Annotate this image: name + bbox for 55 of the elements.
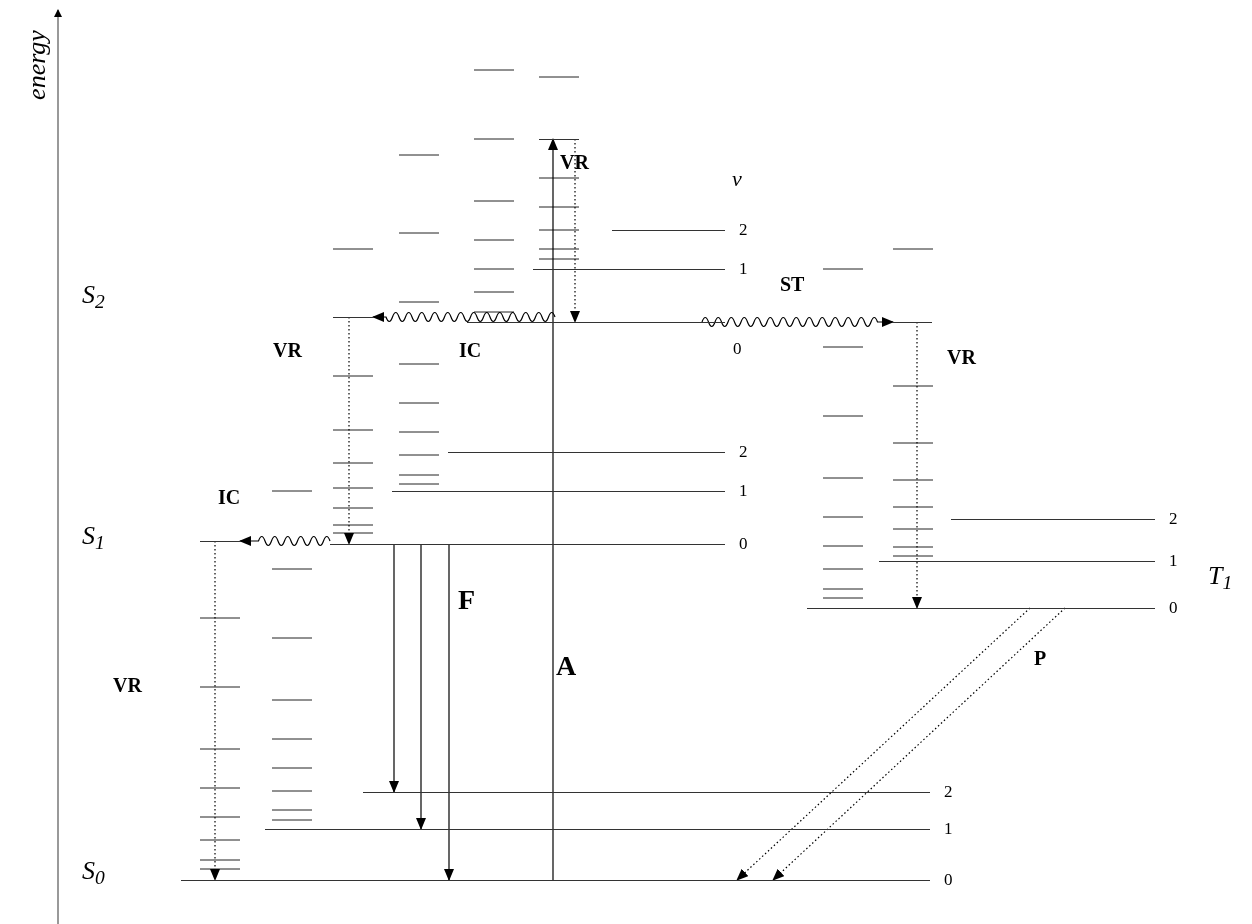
- process-label: IC: [218, 487, 241, 507]
- process-label: F: [458, 586, 476, 614]
- arrow: [701, 316, 894, 328]
- level-number: 1: [739, 260, 748, 277]
- process-label: A: [556, 652, 577, 680]
- energy-level-line: [467, 321, 725, 323]
- energy-level-line: [951, 518, 1155, 520]
- arrow: [389, 543, 399, 793]
- level-number: 0: [944, 871, 953, 888]
- arrow: [548, 138, 558, 881]
- arrow: [912, 321, 922, 609]
- state-label: T$_{1}$: [1208, 563, 1233, 589]
- process-label: P: [1034, 648, 1047, 668]
- arrow: [444, 543, 454, 881]
- level-number: 0: [733, 340, 742, 357]
- energy-level-line: [392, 490, 725, 492]
- energy-level-line: [448, 451, 725, 453]
- level-number: 2: [739, 443, 748, 460]
- process-label: VR: [560, 152, 589, 172]
- process-label: VR: [273, 340, 302, 360]
- energy-level-line: [879, 560, 1155, 562]
- quantum-number-symbol: ν: [732, 168, 742, 190]
- arrow: [372, 311, 556, 323]
- energy-level-line: [612, 229, 725, 231]
- energy-level-line: [181, 879, 930, 881]
- axis-label: energy: [23, 30, 50, 100]
- level-number: 1: [944, 820, 953, 837]
- energy-level-line: [533, 268, 725, 270]
- arrow: [416, 543, 426, 830]
- process-label: VR: [113, 675, 142, 695]
- level-number: 0: [1169, 599, 1178, 616]
- energy-level-line: [200, 540, 240, 542]
- level-number: 2: [739, 221, 748, 238]
- level-number: 1: [1169, 552, 1178, 569]
- energy-level-line: [539, 138, 579, 140]
- level-number: 2: [1169, 510, 1178, 527]
- arrow: [570, 138, 580, 323]
- energy-level-line: [265, 828, 930, 830]
- process-label: VR: [947, 347, 976, 367]
- energy-level-line: [893, 321, 932, 323]
- arrow: [239, 535, 331, 547]
- state-label: S$_{0}$: [82, 858, 105, 884]
- energy-level-line: [807, 607, 1155, 609]
- state-label: S$_{1}$: [82, 523, 105, 549]
- level-number: 1: [739, 482, 748, 499]
- process-label: IC: [459, 340, 482, 360]
- level-number: 2: [944, 783, 953, 800]
- state-label: S$_{2}$: [82, 282, 105, 308]
- arrow: [344, 316, 354, 545]
- energy-level-line: [363, 791, 930, 793]
- process-label: ST: [780, 274, 805, 294]
- energy-level-line: [330, 543, 725, 545]
- arrow: [210, 540, 220, 881]
- level-number: 0: [739, 535, 748, 552]
- energy-level-line: [333, 316, 373, 318]
